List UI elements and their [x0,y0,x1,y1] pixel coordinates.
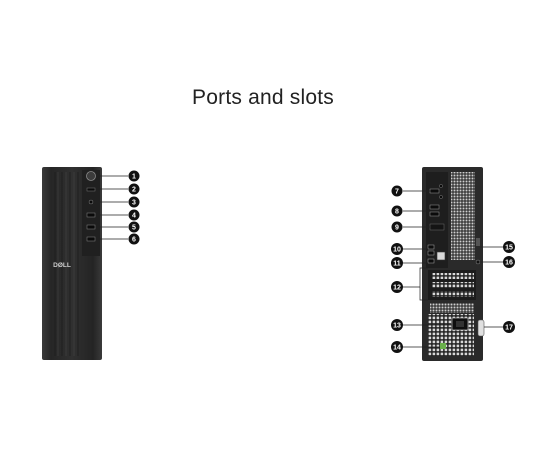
psu-diagnostic-led-14[interactable] [440,343,446,349]
expansion-slot-cover-1 [432,273,474,279]
svg-text:3: 3 [132,200,136,207]
svg-text:12: 12 [393,285,401,292]
usb-port-11[interactable] [427,258,435,264]
callout-7: 7 [391,185,403,197]
displayport-7[interactable] [429,188,440,194]
callout-3: 3 [128,196,140,208]
callout-6: 6 [128,233,140,245]
optional-port-9[interactable] [429,223,445,231]
svg-text:11: 11 [393,261,401,268]
usb-port-6[interactable] [86,236,96,242]
audio-out-8[interactable] [439,195,443,199]
svg-text:9: 9 [395,225,399,232]
callout-9: 9 [391,221,403,233]
svg-text:6: 6 [132,237,136,244]
svg-text:16: 16 [505,260,513,267]
dell-logo: DØLL [53,262,71,269]
callout-4: 4 [128,209,140,221]
power-connector-pin [456,321,464,327]
svg-text:8: 8 [395,209,399,216]
svg-text:4: 4 [132,213,136,220]
svg-text:15: 15 [505,245,513,252]
rear-leader-lines [403,190,503,348]
displayport-8[interactable] [429,204,440,210]
rear-vent-bottom [430,303,474,313]
usb-port-5[interactable] [86,224,96,230]
rear-callouts-right: 15 16 17 [503,241,515,333]
padlock-ring-15[interactable] [476,238,480,246]
usb-port-4[interactable] [86,212,96,218]
svg-text:2: 2 [132,187,136,194]
svg-text:7: 7 [395,189,399,196]
cover-latch-17[interactable] [477,319,485,337]
callout-8: 8 [391,205,403,217]
rear-view [422,167,485,361]
callout-12: 12 [391,281,403,293]
front-callouts: 1 2 3 4 5 6 [128,170,140,245]
svg-text:10: 10 [393,247,401,254]
callout-1: 1 [128,170,140,182]
rear-io-panel [426,172,448,268]
audio-out-7[interactable] [439,184,443,188]
svg-text:13: 13 [393,323,401,330]
expansion-slot-cover-3 [432,291,474,297]
front-view: DØLL [42,167,102,360]
callout-14: 14 [391,341,403,353]
callout-15: 15 [503,241,515,253]
svg-text:1: 1 [132,174,136,181]
hdmi-port-8[interactable] [429,211,440,217]
callout-16: 16 [503,256,515,268]
svg-text:5: 5 [132,225,136,232]
callout-2: 2 [128,183,140,195]
sd-card-slot[interactable] [86,187,96,192]
power-button[interactable] [86,171,96,181]
svg-text:14: 14 [393,345,401,352]
front-leader-lines [94,175,128,240]
page-title: Ports and slots [192,86,334,109]
usb-port-10a[interactable] [427,244,435,250]
rear-callouts-left: 7 8 9 10 11 12 13 14 [391,185,403,353]
usb-port-10b[interactable] [427,250,435,256]
callout-11: 11 [391,257,403,269]
security-slot-16[interactable] [475,259,481,265]
callout-13: 13 [391,319,403,331]
callout-10: 10 [391,243,403,255]
audio-jack[interactable] [88,199,94,205]
expansion-slot-cover-2 [432,282,474,288]
rj45-port-11[interactable] [436,251,446,261]
rear-vent-top [451,172,475,260]
svg-text:17: 17 [505,325,513,332]
callout-5: 5 [128,221,140,233]
callout-17: 17 [503,321,515,333]
